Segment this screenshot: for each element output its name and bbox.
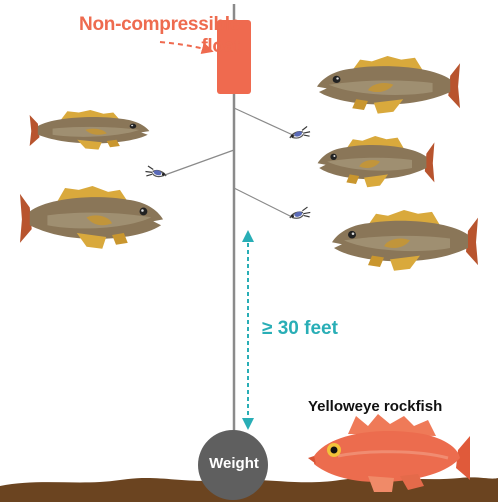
leader-line	[162, 150, 234, 176]
rockfish-icon	[20, 186, 163, 249]
float-label: Non-compressible float	[40, 14, 240, 58]
rockfish-icon	[317, 56, 460, 114]
float-label-line-1: Non-compressible	[40, 14, 240, 36]
leader-line	[234, 188, 294, 218]
fishing-lure-icon	[144, 166, 167, 181]
species-label: Yelloweye rockfish	[308, 398, 442, 415]
float-label-line-2: float	[40, 36, 240, 58]
rockfish-icon	[30, 110, 150, 150]
fishing-lure-icon	[288, 207, 311, 223]
depth-label: ≥ 30 feet	[262, 318, 338, 340]
rockfish-icon	[318, 136, 435, 187]
rockfish-icon	[332, 210, 478, 271]
fishing-lure-icon	[288, 126, 311, 143]
leader-line	[234, 108, 295, 136]
weight-label: Weight	[196, 455, 272, 472]
